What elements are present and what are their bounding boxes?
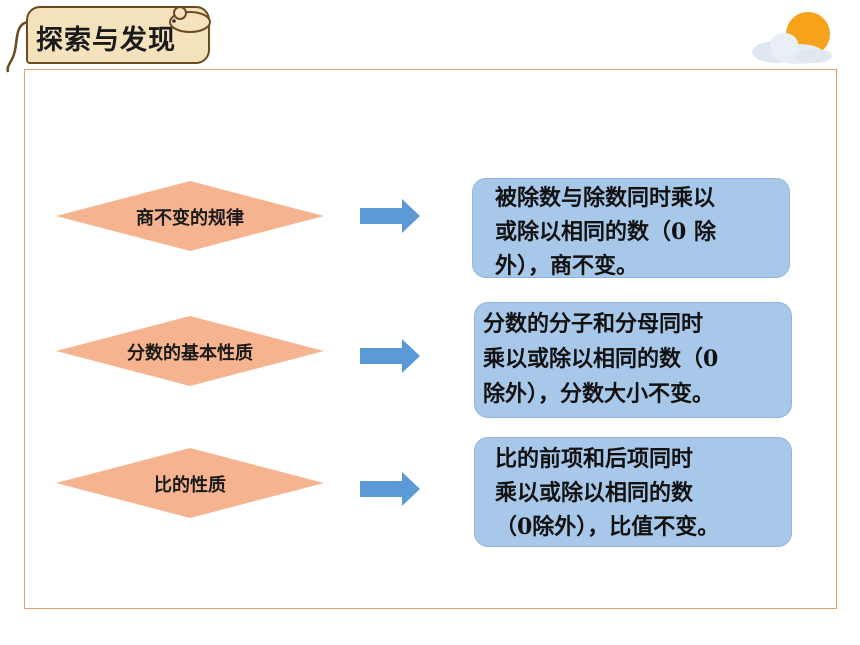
content-frame [24, 69, 837, 609]
description-line: （0除外），比值不变。 [495, 514, 720, 540]
description-box: 分数的分子和分母同时 乘以或除以相同的数（0 除外），分数大小不变。 [474, 302, 792, 418]
description-line: 除外），分数大小不变。 [483, 381, 715, 407]
diamond-label: 商不变的规律 [136, 208, 244, 229]
mouse-tail-icon [6, 20, 29, 73]
description-line: 乘以或除以相同的数 [495, 480, 694, 506]
description-line: 或除以相同的数（0 除 [495, 219, 716, 245]
right-arrow-icon [360, 339, 420, 373]
description-line: 分数的分子和分母同时 [483, 311, 704, 337]
mouse-icon [169, 6, 211, 33]
sun-cloud-icon [752, 12, 832, 64]
diamond-shape [56, 316, 324, 386]
description-box: 被除数与除数同时乘以 或除以相同的数（0 除 外），商不变。 [472, 178, 790, 279]
page-title: 探索与发现 [36, 25, 176, 56]
description-line: 被除数与除数同时乘以 [495, 185, 716, 211]
diamond-shape [56, 448, 324, 518]
right-arrow-icon [360, 199, 420, 233]
diamond-label: 比的性质 [154, 475, 226, 496]
diamond-label: 分数的基本性质 [127, 343, 253, 364]
description-line: 乘以或除以相同的数（0 [483, 346, 719, 372]
description-line: 外），商不变。 [495, 253, 639, 279]
right-arrow-icon [360, 472, 420, 506]
description-line: 比的前项和后项同时 [495, 446, 694, 472]
description-box: 比的前项和后项同时 乘以或除以相同的数 （0除外），比值不变。 [474, 437, 792, 547]
diamond-shape [56, 181, 324, 251]
